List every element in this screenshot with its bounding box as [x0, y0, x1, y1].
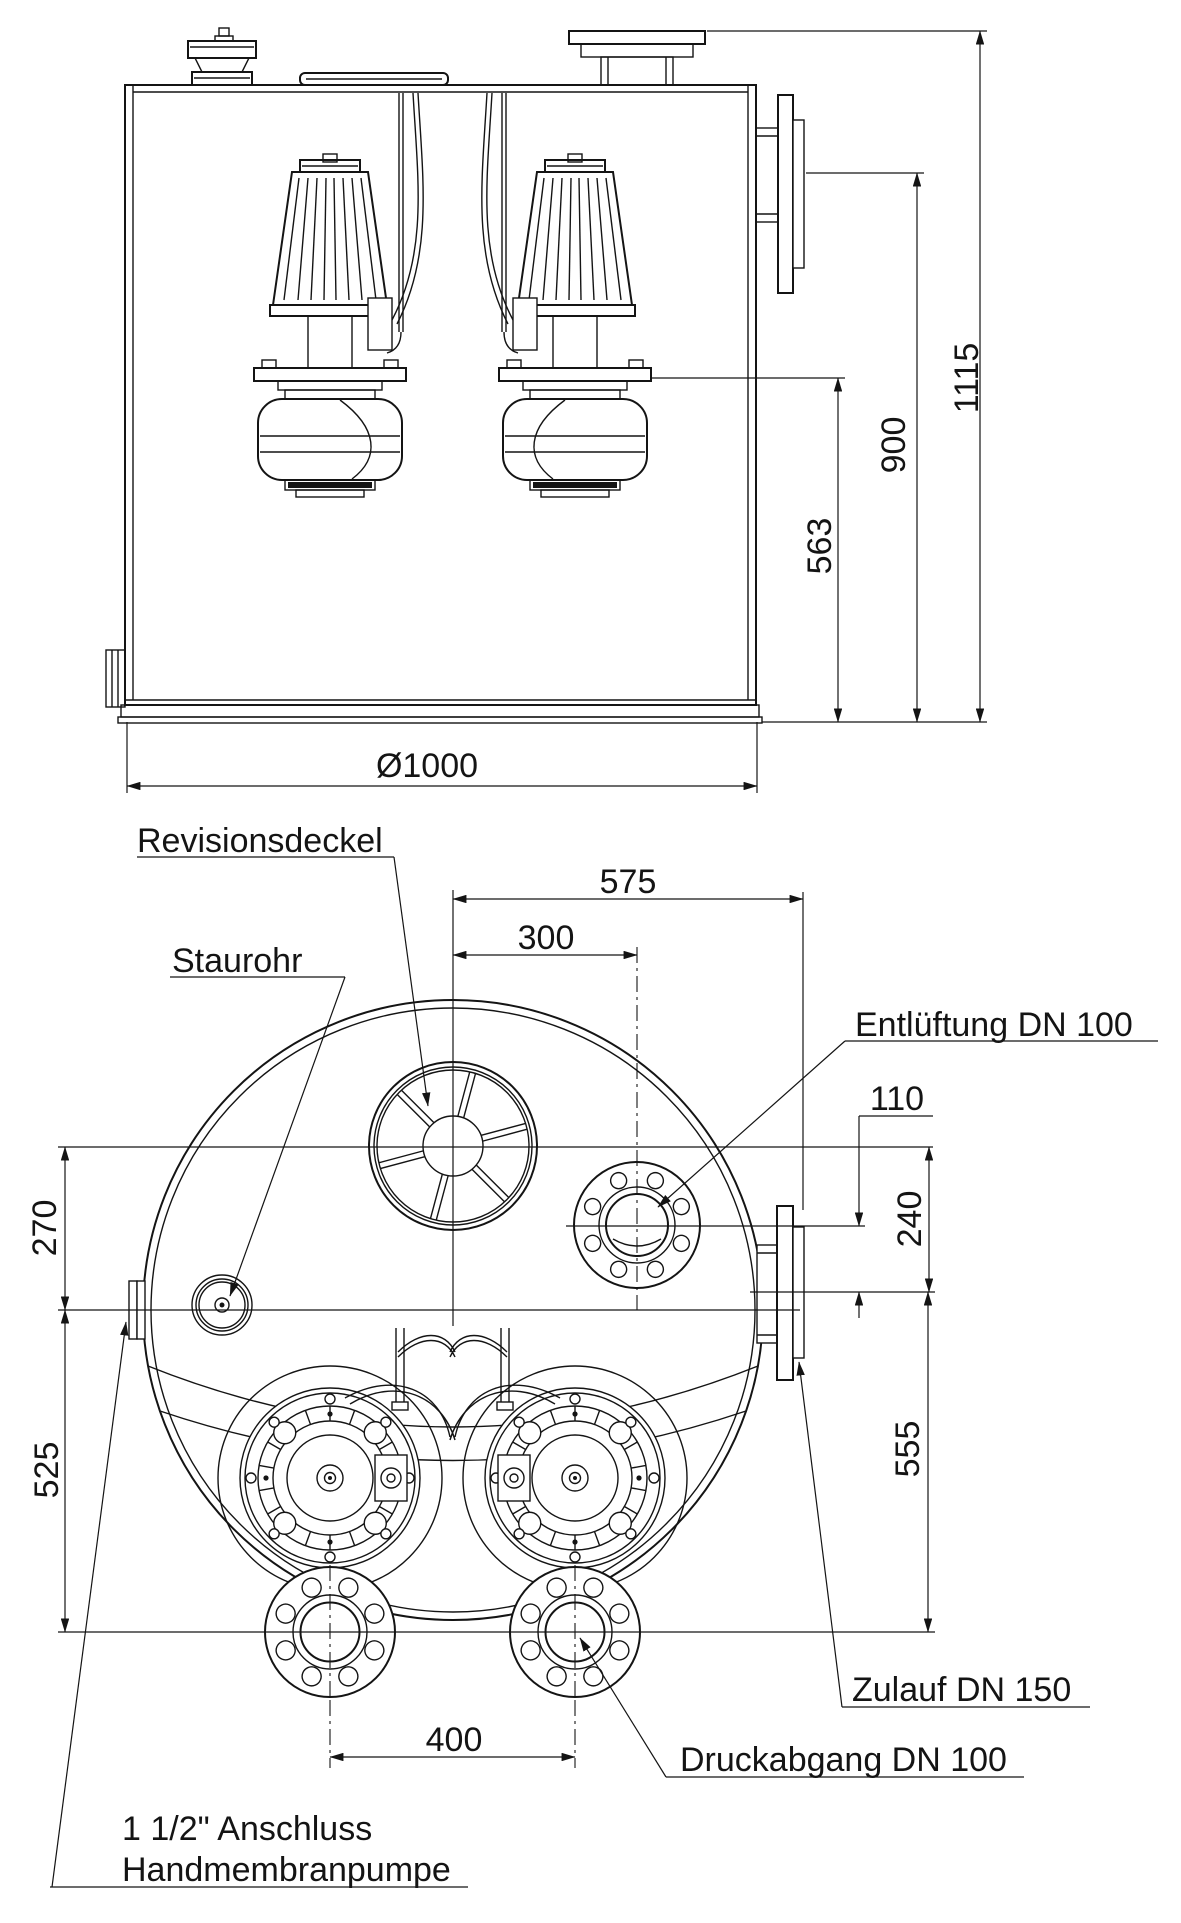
dim-563-label: 563 [801, 518, 839, 575]
dim-110-label: 110 [870, 1080, 924, 1118]
vent-valve-elevation [187, 27, 257, 86]
label-revision-cover: Revisionsdeckel [137, 822, 383, 860]
dim-900-label: 900 [875, 417, 913, 474]
plan-dimensions: 575 300 110 240 555 270 525 400 [26, 863, 934, 1762]
stau-pipe-plan [191, 1274, 253, 1336]
tank-body-elevation [117, 84, 763, 724]
pump-right-elevation [480, 92, 652, 498]
inlet-flange-elevation [755, 94, 805, 294]
label-inlet: Zulauf DN 150 [852, 1671, 1071, 1709]
dim-300-label: 300 [518, 919, 575, 957]
elevation-dimensions: 563 900 1115 Ø1000 [126, 30, 987, 793]
dim-575-label: 575 [600, 863, 657, 901]
centerlines-plan [58, 890, 935, 1768]
plan-view: 575 300 110 240 555 270 525 400 Revision… [26, 822, 1158, 1889]
label-vent: Entlüftung DN 100 [855, 1006, 1133, 1044]
dim-diameter-label: Ø1000 [376, 747, 478, 785]
dim-400-label: 400 [426, 1721, 483, 1759]
pump-right-plan [449, 1327, 688, 1591]
hand-pump-connection-elevation [105, 649, 126, 708]
dim-240-label: 240 [891, 1191, 929, 1248]
elevation-view: 563 900 1115 Ø1000 [105, 27, 987, 793]
pump-left-elevation [253, 92, 425, 498]
dim-1115-label: 1115 [948, 343, 986, 414]
label-stau-pipe: Staurohr [172, 942, 302, 980]
manhole-rim-elevation [299, 72, 449, 86]
dim-525-label: 525 [28, 1442, 66, 1499]
inlet-flange-plan [756, 1205, 805, 1381]
dim-555-label: 555 [889, 1421, 927, 1478]
label-pressure-outlet: Druckabgang DN 100 [680, 1741, 1007, 1779]
label-hand-pump-line2: Handmembranpumpe [122, 1851, 451, 1889]
pump-left-plan [217, 1327, 456, 1591]
plan-callouts: Revisionsdeckel Staurohr Entlüftung DN 1… [50, 822, 1158, 1889]
dim-270-label: 270 [26, 1200, 64, 1257]
vent-pipe-flange-elevation [568, 30, 706, 86]
label-hand-pump-line1: 1 1/2" Anschluss [122, 1810, 372, 1848]
